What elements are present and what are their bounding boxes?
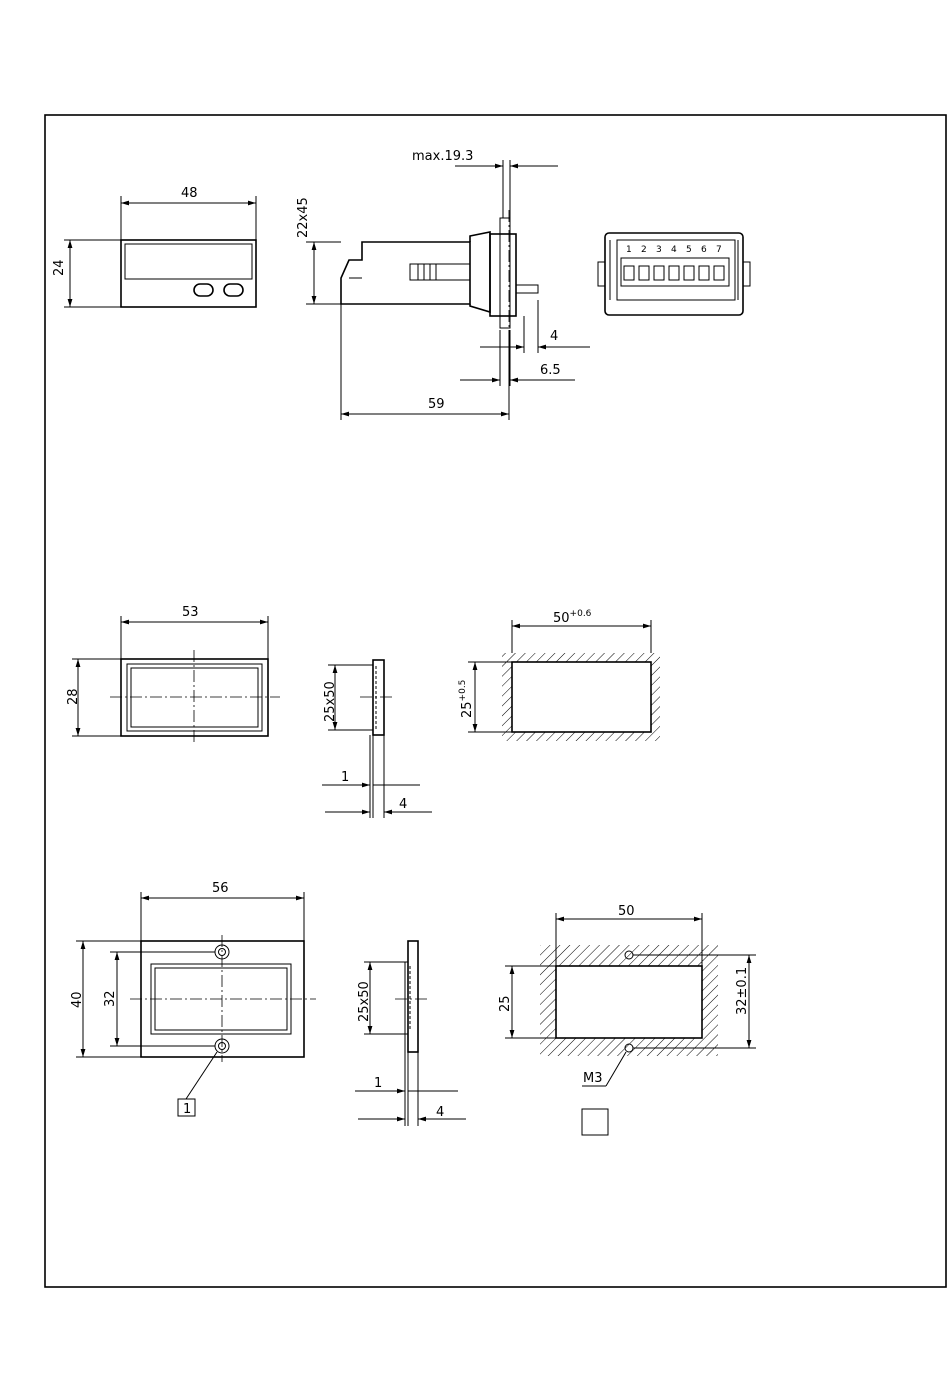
frame-b-t4-label: 4	[436, 1105, 444, 1120]
terminal-4-label: 4	[671, 245, 677, 255]
frame-b-side-label: 25x50	[357, 981, 372, 1022]
frame-b-cut-height-label: 25	[498, 995, 513, 1012]
terminal-block	[624, 266, 724, 280]
panel-size-label: 22x45	[296, 197, 311, 238]
frame-b-cutout: 50 25 32±0.1 M3	[498, 904, 756, 1135]
dim-4-label: 4	[550, 329, 558, 344]
length-label: 59	[428, 397, 445, 412]
terminal-7-label: 7	[716, 245, 722, 255]
frame-b-front: 1 56 40 32	[70, 881, 316, 1117]
front-view: 48 24	[52, 186, 256, 307]
screw-label: M3	[583, 1071, 603, 1086]
empty-symbol-box	[582, 1109, 608, 1135]
frame-b-cut-width-label: 50	[618, 904, 635, 919]
terminal-1-label: 1	[626, 245, 632, 255]
frame-a-front: 53 28	[66, 605, 280, 745]
frame-a-cut-width-label: 50+0.6	[553, 609, 592, 626]
frame-a-cutout: 50+0.6 25+0.5	[458, 609, 660, 741]
frame-a-side: 25x50 1 4	[322, 660, 432, 818]
frame-b-cut-pitch-label: 32±0.1	[735, 967, 750, 1015]
terminal-3-label: 3	[656, 245, 662, 255]
drawing-border	[45, 115, 946, 1287]
front-width-label: 48	[181, 186, 198, 201]
terminal-6-label: 6	[701, 245, 707, 255]
frame-b-side: 25x50 1 4	[355, 941, 466, 1126]
frame-a-height-label: 28	[66, 688, 81, 705]
front-height-label: 24	[52, 259, 67, 276]
frame-b-width-label: 56	[212, 881, 229, 896]
dim-65-label: 6.5	[540, 363, 561, 378]
frame-a-width-label: 53	[182, 605, 199, 620]
callout-label: 1	[183, 1102, 191, 1117]
rear-view: 1 2 3 4 5 6 7	[598, 233, 750, 315]
frame-b-height-label: 40	[70, 991, 85, 1008]
terminal-2-label: 2	[641, 245, 647, 255]
frame-a-t4-label: 4	[399, 797, 407, 812]
frame-b-t1-label: 1	[374, 1076, 382, 1091]
frame-b-pitch-label: 32	[103, 990, 118, 1007]
frame-a-cut-height-label: 25+0.5	[458, 680, 475, 718]
terminal-5-label: 5	[686, 245, 692, 255]
frame-a-t1-label: 1	[341, 770, 349, 785]
max-depth-label: max.19.3	[412, 149, 473, 164]
frame-a-side-label: 25x50	[323, 681, 338, 722]
side-view: max.19.3 22x45 4 6.5 59	[296, 149, 590, 420]
